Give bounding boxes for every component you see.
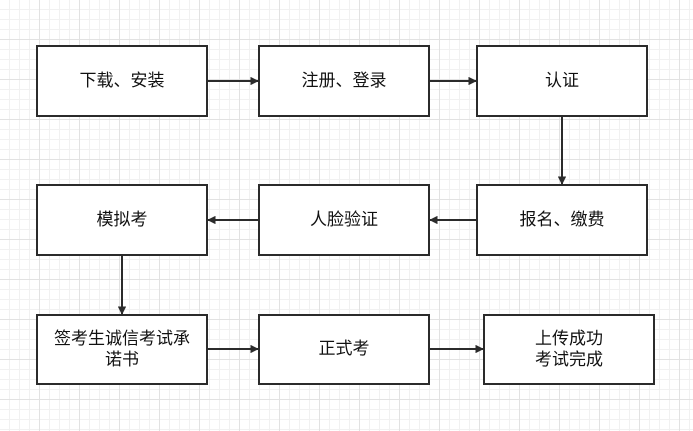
- node-label: 注册、登录: [301, 70, 387, 91]
- node-download-install: 下载、安装: [36, 45, 208, 117]
- node-label: 人脸验证: [310, 209, 378, 230]
- node-label: 认证: [545, 70, 579, 91]
- node-apply-pay: 报名、缴费: [476, 184, 648, 256]
- node-face-verify: 人脸验证: [258, 184, 430, 256]
- node-label: 签考生诚信考试承 诺书: [54, 328, 190, 370]
- node-integrity-pledge: 签考生诚信考试承 诺书: [36, 314, 208, 385]
- node-label: 正式考: [318, 339, 370, 359]
- node-register-login: 注册、登录: [258, 45, 430, 117]
- node-mock-exam: 模拟考: [36, 184, 208, 256]
- node-label: 报名、缴费: [519, 209, 605, 230]
- node-upload-done: 上传成功 考试完成: [483, 314, 655, 385]
- node-label: 下载、安装: [79, 70, 165, 91]
- node-verify: 认证: [476, 45, 648, 117]
- node-label: 模拟考: [96, 209, 148, 230]
- node-formal-exam: 正式考: [258, 314, 430, 385]
- node-label: 上传成功 考试完成: [535, 328, 603, 370]
